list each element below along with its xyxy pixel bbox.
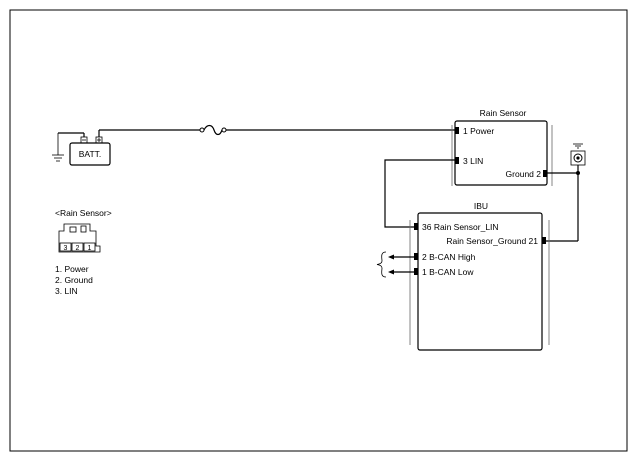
- connector-icon: [58, 223, 101, 253]
- connector-pin-1: 1: [88, 245, 92, 252]
- connector-pin-2: 2: [76, 245, 80, 252]
- ibu-box: [409, 212, 550, 351]
- battery-ground-icon: [52, 133, 64, 162]
- connector-legend-item: 2. Ground: [55, 275, 93, 285]
- bcan-brace-icon: [376, 251, 387, 278]
- diagram-frame: [9, 9, 628, 452]
- rain-sensor-title: Rain Sensor: [480, 108, 527, 118]
- ibu-pin-bcan-high: 2 B-CAN High: [422, 252, 476, 262]
- rain-sensor-pin-power: 1 Power: [463, 126, 494, 136]
- connector-legend-item: 3. LIN: [55, 286, 78, 296]
- rain-sensor-pin-lin: 3 LIN: [463, 156, 483, 166]
- rain-sensor-pin-ground: Ground 2: [506, 169, 542, 179]
- ibu-pin-rain-lin: 36 Rain Sensor_LIN: [422, 222, 499, 232]
- ibu-pin-bcan-low: 1 B-CAN Low: [422, 267, 474, 277]
- ibu-pin-rain-ground: Rain Sensor_Ground 21: [446, 236, 538, 246]
- battery: BATT.: [69, 130, 111, 166]
- lin-wire: [384, 159, 455, 228]
- ibu-title: IBU: [474, 201, 488, 211]
- bcan-wires: [376, 251, 414, 278]
- rain-sensor-box: [451, 120, 553, 186]
- fuse-icon: [203, 124, 223, 136]
- power-wire: [99, 124, 455, 136]
- connector-title: <Rain Sensor>: [55, 208, 112, 218]
- ground-stud-icon: [570, 143, 586, 166]
- connector-pin-3: 3: [64, 245, 68, 252]
- connector-legend-item: 1. Power: [55, 264, 89, 274]
- battery-label: BATT.: [79, 149, 102, 159]
